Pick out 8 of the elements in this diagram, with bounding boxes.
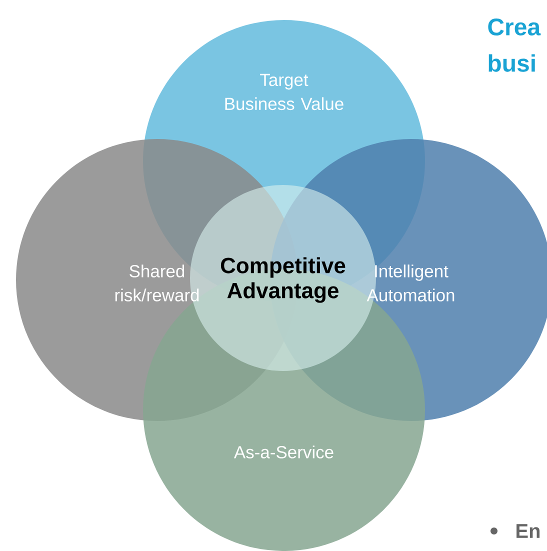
bullet-text: En: [516, 524, 540, 538]
heading-text: busi: [488, 54, 535, 72]
center-label: Competitive Advantage: [220, 257, 346, 303]
circle-label: Target Business Value: [225, 74, 344, 110]
circle-label: Intelligent Automation: [366, 264, 454, 302]
circle-label: Shared risk/reward: [115, 264, 199, 302]
heading-text: Crea: [488, 18, 541, 36]
circle-label: As-a-Service: [234, 446, 334, 458]
